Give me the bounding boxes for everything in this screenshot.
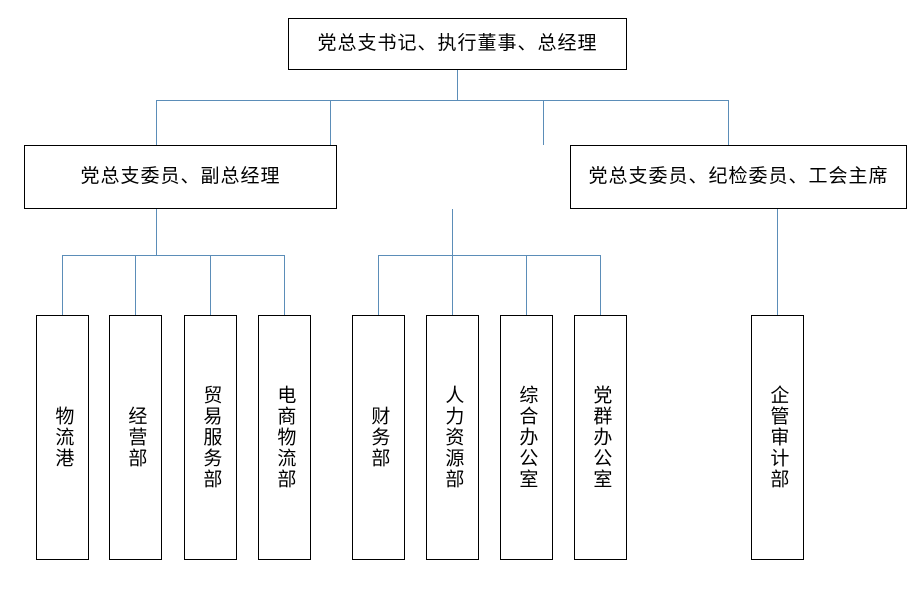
node-dept-logistics-port[interactable]: 物流港 [36,315,89,560]
connector-mid-stem [452,209,453,255]
connector-vp-to-d3 [210,255,211,315]
connector-top-to-left [156,100,157,145]
connector-vp-to-d2 [135,255,136,315]
connector-top-bus [156,100,728,101]
connector-mid-to-d8 [600,255,601,315]
node-dept-enterprise-audit[interactable]: 企管审计部 [751,315,804,560]
connector-vp-to-d4 [284,255,285,315]
connector-top-to-right [728,100,729,145]
connector-top-to-mid [330,100,331,145]
connector-mid-to-d7 [526,255,527,315]
node-dept-human-resources[interactable]: 人力资源部 [426,315,479,560]
node-dept-finance[interactable]: 财务部 [352,315,405,560]
connector-mid-to-d6 [452,255,453,315]
connector-vp-stem [156,209,157,255]
connector-top-to-midright [543,100,544,145]
connector-vp-bus [62,255,284,256]
node-dept-general-office[interactable]: 综合办公室 [500,315,553,560]
node-dept-trade-service[interactable]: 贸易服务部 [184,315,237,560]
connector-top-stem [457,70,458,100]
node-dept-party-affairs-office[interactable]: 党群办公室 [574,315,627,560]
connector-mid-bus [378,255,600,256]
node-dept-operations[interactable]: 经营部 [109,315,162,560]
node-dept-ecommerce-logistics[interactable]: 电商物流部 [258,315,311,560]
connector-mid-to-d5 [378,255,379,315]
node-vp[interactable]: 党总支委员、副总经理 [24,145,337,209]
connector-vp-to-d1 [62,255,63,315]
node-discipline[interactable]: 党总支委员、纪检委员、工会主席 [570,145,907,209]
connector-right-stem [777,209,778,315]
node-top[interactable]: 党总支书记、执行董事、总经理 [288,18,627,70]
